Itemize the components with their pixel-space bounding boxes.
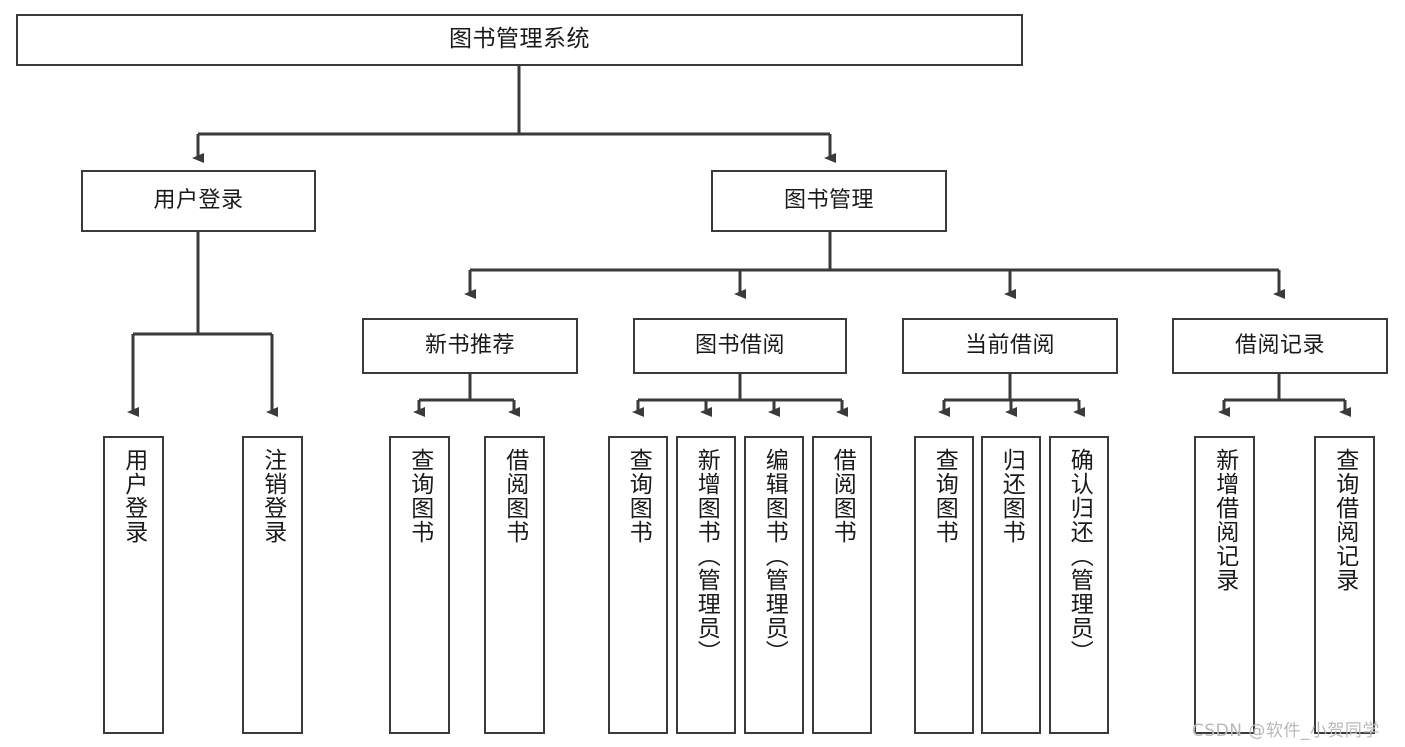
node-label: 借阅图书 <box>501 448 528 544</box>
leaf-borrow-book[interactable]: 借阅图书 <box>812 436 872 734</box>
leaf-add-book-admin[interactable]: 新增图书（管理员） <box>676 436 736 734</box>
node-borrow-record[interactable]: 借阅记录 <box>1172 318 1388 374</box>
leaf-query-borrow-record[interactable]: 查询借阅记录 <box>1314 436 1375 734</box>
leaf-query-book-borrow[interactable]: 查询图书 <box>608 436 668 734</box>
node-label: 确认归还（管理员） <box>1066 448 1093 664</box>
leaf-add-borrow-record[interactable]: 新增借阅记录 <box>1194 436 1255 734</box>
node-label: 注销登录 <box>259 448 286 544</box>
node-book-management[interactable]: 图书管理 <box>711 170 947 232</box>
node-label: 查询图书 <box>931 448 958 544</box>
leaf-edit-book-admin[interactable]: 编辑图书（管理员） <box>744 436 804 734</box>
node-label: 用户登录 <box>120 448 147 544</box>
leaf-query-book-current[interactable]: 查询图书 <box>914 436 974 734</box>
node-book-borrow[interactable]: 图书借阅 <box>633 318 847 374</box>
node-label: 借阅记录 <box>1234 333 1325 359</box>
node-label: 新增借阅记录 <box>1211 448 1238 592</box>
node-label: 查询图书 <box>406 448 433 544</box>
node-label: 用户登录 <box>153 188 244 214</box>
leaf-query-book-recommend[interactable]: 查询图书 <box>389 436 450 734</box>
node-label: 查询图书 <box>625 448 652 544</box>
node-user-login[interactable]: 用户登录 <box>81 170 316 232</box>
node-label: 新增图书（管理员） <box>693 448 720 664</box>
node-label: 查询借阅记录 <box>1331 448 1358 592</box>
leaf-return-book[interactable]: 归还图书 <box>981 436 1041 734</box>
node-label: 图书借阅 <box>694 333 785 359</box>
node-new-book-recommend[interactable]: 新书推荐 <box>362 318 578 374</box>
leaf-logout[interactable]: 注销登录 <box>242 436 303 734</box>
node-current-borrow[interactable]: 当前借阅 <box>902 318 1118 374</box>
node-label: 新书推荐 <box>424 333 515 359</box>
leaf-user-login[interactable]: 用户登录 <box>103 436 164 734</box>
leaf-borrow-book-recommend[interactable]: 借阅图书 <box>484 436 545 734</box>
node-label: 当前借阅 <box>964 333 1055 359</box>
node-label: 图书管理 <box>783 188 874 214</box>
node-label: 归还图书 <box>998 448 1025 544</box>
node-root-book-management-system[interactable]: 图书管理系统 <box>16 14 1023 66</box>
csdn-watermark: CSDN @软件_小贺同学 <box>1192 721 1380 741</box>
node-label: 图书管理系统 <box>449 26 590 53</box>
node-label: 编辑图书（管理员） <box>761 448 788 664</box>
node-label: 借阅图书 <box>829 448 856 544</box>
leaf-confirm-return-admin[interactable]: 确认归还（管理员） <box>1049 436 1109 734</box>
